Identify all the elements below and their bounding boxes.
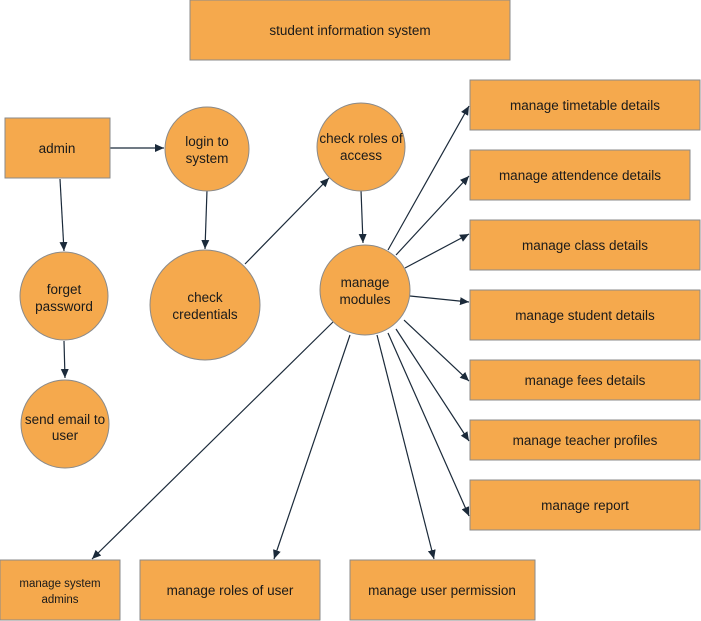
node-manage-timetable: manage timetable details bbox=[469, 79, 701, 131]
edge-modules-attendence bbox=[395, 175, 470, 256]
node-roles-label: manage roles of user bbox=[167, 583, 294, 598]
edges bbox=[59, 105, 470, 560]
node-forget-label-2: password bbox=[35, 299, 93, 314]
node-modules-label-2: modules bbox=[339, 292, 390, 307]
edge-modules-permission bbox=[376, 334, 436, 560]
node-student-label: manage student details bbox=[515, 308, 655, 323]
node-send-email-label-1: send email to bbox=[25, 412, 105, 427]
node-manage-roles: manage roles of user bbox=[139, 559, 321, 621]
node-sysadmins-label-2: admins bbox=[41, 594, 78, 606]
node-send-email: send email to user bbox=[20, 379, 110, 469]
node-forget-password: forget password bbox=[19, 251, 109, 341]
diagram-title: student information system bbox=[269, 23, 430, 38]
node-check-roles-label-1: check roles of bbox=[319, 131, 403, 146]
node-admin: admin bbox=[4, 117, 111, 179]
node-manage-teacher: manage teacher profiles bbox=[469, 419, 701, 461]
edge-roles-modules bbox=[358, 189, 367, 244]
edge-login-credentials bbox=[201, 189, 210, 250]
edge-modules-report bbox=[387, 332, 470, 517]
edge-modules-teacher bbox=[395, 328, 470, 442]
title-box: student information system bbox=[189, 0, 511, 61]
node-manage-system-admins: manage system admins bbox=[0, 559, 121, 621]
node-class-label: manage class details bbox=[522, 238, 648, 253]
edge-modules-fees bbox=[403, 319, 470, 382]
node-attendence-label: manage attendence details bbox=[499, 168, 661, 183]
node-manage-class: manage class details bbox=[469, 219, 701, 271]
edge-admin-forget bbox=[59, 178, 68, 252]
node-timetable-label: manage timetable details bbox=[510, 98, 660, 113]
edge-forget-sendemail bbox=[60, 340, 69, 379]
node-sysadmins-label-1: manage system bbox=[19, 578, 100, 590]
node-login-label-2: system bbox=[186, 151, 229, 166]
edge-modules-roles bbox=[273, 334, 351, 560]
node-login-label-1: login to bbox=[185, 134, 229, 149]
node-modules-label-1: manage bbox=[341, 275, 390, 290]
edge-modules-timetable bbox=[387, 105, 470, 251]
node-fees-label: manage fees details bbox=[525, 373, 646, 388]
node-manage-report: manage report bbox=[469, 479, 701, 531]
edge-modules-student bbox=[409, 295, 470, 306]
edge-credentials-roles bbox=[244, 177, 330, 265]
node-forget-label-1: forget bbox=[47, 282, 82, 297]
edge-modules-sysadmins bbox=[91, 321, 334, 560]
node-check-roles-label-2: access bbox=[340, 148, 382, 163]
node-manage-permission: manage user permission bbox=[349, 559, 536, 621]
node-check-credentials: check credentials bbox=[149, 249, 261, 361]
node-manage-fees: manage fees details bbox=[469, 359, 701, 401]
node-admin-label: admin bbox=[39, 141, 76, 156]
node-report-label: manage report bbox=[541, 498, 629, 513]
node-credentials-label-2: credentials bbox=[172, 307, 238, 322]
node-login: login to system bbox=[164, 106, 250, 192]
node-manage-student: manage student details bbox=[469, 289, 701, 341]
node-send-email-label-2: user bbox=[52, 428, 79, 443]
node-manage-attendence: manage attendence details bbox=[469, 149, 691, 201]
node-permission-label: manage user permission bbox=[368, 583, 516, 598]
node-manage-modules: manage modules bbox=[319, 244, 411, 336]
edge-modules-class bbox=[404, 233, 470, 269]
node-credentials-label-1: check bbox=[187, 290, 223, 305]
node-check-roles: check roles of access bbox=[316, 102, 406, 192]
node-teacher-label: manage teacher profiles bbox=[513, 433, 658, 448]
